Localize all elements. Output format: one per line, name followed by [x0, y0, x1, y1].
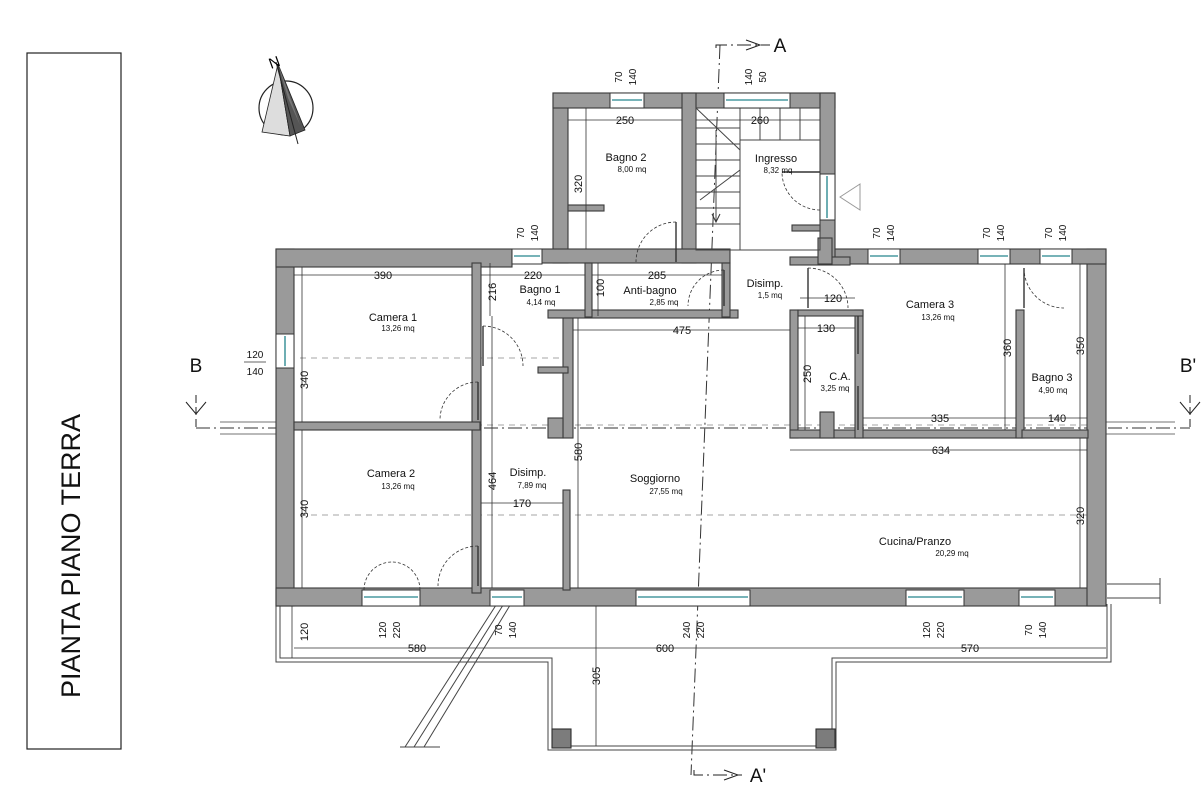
dim-label: 260	[751, 115, 769, 127]
room-name-cucina: Cucina/Pranzo	[879, 536, 951, 548]
north-arrow-icon: N	[258, 53, 314, 145]
window-h: 140	[247, 367, 264, 378]
window-h: 220	[936, 621, 947, 638]
title-box	[26, 52, 122, 750]
dim-label: 340	[299, 500, 311, 518]
room-area-bagno1: 4,14 mq	[527, 298, 556, 307]
dim-label: 130	[817, 323, 835, 335]
room-labels: Bagno 2 8,00 mq Ingresso 8,32 mq Bagno 1…	[367, 152, 1073, 558]
section-label-b-prime: B'	[1180, 356, 1196, 377]
window-h: 140	[1058, 224, 1069, 241]
room-name-bagno2: Bagno 2	[606, 152, 647, 164]
room-name-bagno3: Bagno 3	[1032, 372, 1073, 384]
window-w: 70	[494, 624, 505, 636]
dim-label: 320	[573, 175, 585, 193]
window-h: 140	[996, 224, 1007, 241]
dim-label: 475	[673, 325, 691, 337]
room-area-bagno2: 8,00 mq	[618, 165, 647, 174]
window-h: 140	[530, 224, 541, 241]
dim-label: 600	[656, 643, 674, 655]
room-name-disimp1: Disimp.	[747, 278, 784, 290]
room-name-disimp2: Disimp.	[510, 467, 547, 479]
dim-label: 580	[573, 443, 585, 461]
window-w: 120	[922, 621, 933, 638]
dim-label: 120	[824, 293, 842, 305]
dim-label: 464	[487, 472, 499, 490]
windows	[275, 92, 1073, 607]
room-area-disimp2: 7,89 mq	[518, 481, 547, 490]
section-label-b: B	[190, 356, 203, 377]
section-label-a-prime: A'	[750, 766, 766, 787]
walls	[275, 92, 1107, 607]
section-label-a: A	[774, 36, 787, 57]
portico	[275, 578, 1161, 751]
dim-label: 335	[931, 413, 949, 425]
dim-label: 216	[487, 283, 499, 301]
window-w: 70	[1044, 227, 1055, 239]
dim-label: 220	[524, 270, 542, 282]
window-w: 70	[516, 227, 527, 239]
north-label: N	[267, 53, 283, 73]
dim-label: 100	[595, 279, 607, 297]
drawing-title: PIANTA PIANO TERRA	[56, 414, 86, 698]
room-name-ingresso: Ingresso	[755, 153, 797, 165]
room-area-disimp1: 1,5 mq	[758, 291, 782, 300]
window-h: 140	[628, 68, 639, 85]
window-h: 140	[508, 621, 519, 638]
room-area-ingresso: 8,32 mq	[764, 166, 793, 175]
window-w: 70	[614, 71, 625, 83]
room-area-antibagno: 2,85 mq	[650, 298, 679, 307]
room-name-soggiorno: Soggiorno	[630, 473, 680, 485]
doors	[363, 171, 1065, 591]
section-line-a: A A'	[690, 36, 787, 787]
axis-lines	[300, 357, 1090, 516]
dim-label: 580	[408, 643, 426, 655]
room-area-camera2: 13,26 mq	[381, 482, 414, 491]
room-name-bagno1: Bagno 1	[520, 284, 561, 296]
window-h: 140	[1038, 621, 1049, 638]
dimension-lines	[291, 108, 1106, 746]
dim-label: 360	[1002, 339, 1014, 357]
room-area-ca: 3,25 mq	[821, 384, 850, 393]
dim-label: 305	[591, 667, 603, 685]
dim-label: 285	[648, 270, 666, 282]
room-name-camera3: Camera 3	[906, 299, 954, 311]
window-w: 70	[982, 227, 993, 239]
window-w: 70	[1024, 624, 1035, 636]
room-area-camera1: 13,26 mq	[381, 324, 414, 333]
window-w: 140	[744, 68, 755, 85]
dim-label: 320	[1075, 507, 1087, 525]
dim-label: 350	[1075, 337, 1087, 355]
window-w: 120	[247, 350, 264, 361]
dim-label: 140	[1048, 413, 1066, 425]
window-h: 220	[696, 621, 707, 638]
room-name-antibagno: Anti-bagno	[623, 285, 676, 297]
dim-label: 250	[616, 115, 634, 127]
window-h: 50	[758, 71, 769, 83]
dim-label: 170	[513, 498, 531, 510]
window-w: 240	[682, 621, 693, 638]
window-w: 70	[872, 227, 883, 239]
room-area-soggiorno: 27,55 mq	[649, 487, 682, 496]
room-area-cucina: 20,29 mq	[935, 549, 968, 558]
dim-label: 250	[802, 365, 814, 383]
room-name-camera1: Camera 1	[369, 312, 417, 324]
window-w: 120	[378, 621, 389, 638]
dimension-labels: 250 260 320 390 220 285 216 100 120 475 …	[299, 115, 1087, 685]
room-name-camera2: Camera 2	[367, 468, 415, 480]
window-labels: 70 140 140 50 70 140 120 140 70 140 70 1…	[244, 68, 1069, 638]
dim-label: 340	[299, 371, 311, 389]
dim-label: 390	[374, 270, 392, 282]
dim-label: 120	[299, 623, 311, 641]
room-area-camera3: 13,26 mq	[921, 313, 954, 322]
room-name-ca: C.A.	[829, 371, 850, 383]
window-h: 140	[886, 224, 897, 241]
dim-label: 570	[961, 643, 979, 655]
window-h: 220	[392, 621, 403, 638]
room-area-bagno3: 4,90 mq	[1039, 386, 1068, 395]
dim-label: 634	[932, 445, 950, 457]
